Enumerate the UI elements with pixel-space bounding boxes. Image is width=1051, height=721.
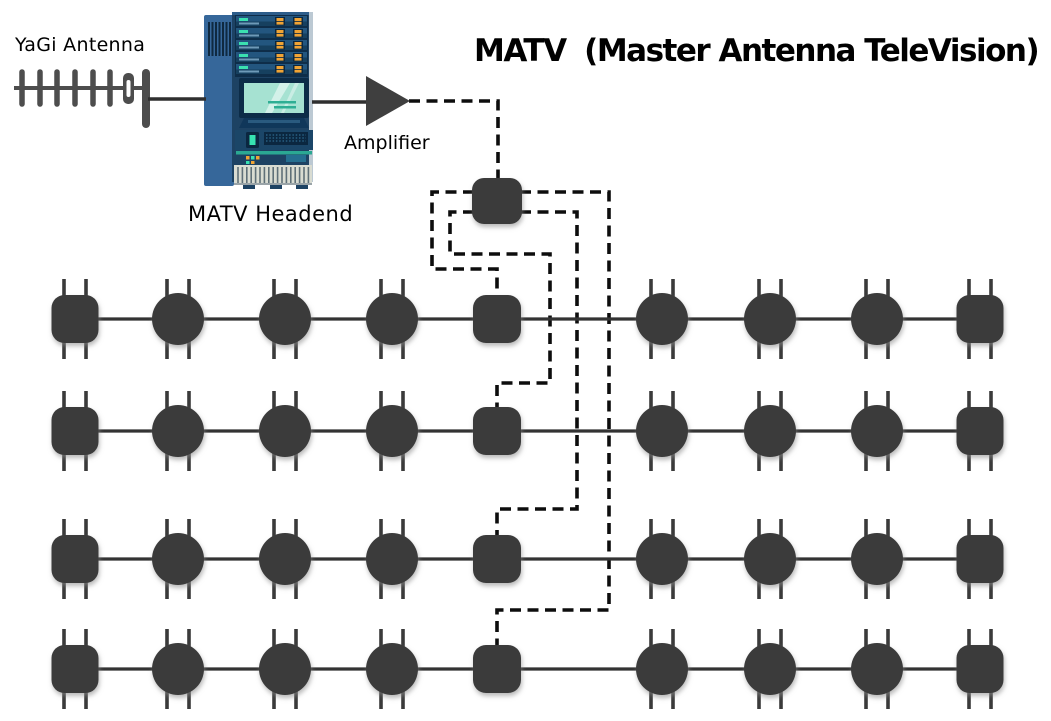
matv-headend-illustration	[204, 12, 313, 189]
outlet-node-row3	[744, 519, 796, 599]
outlet-node-row1	[851, 279, 903, 359]
outlet-node-row2	[744, 391, 796, 471]
end-square-node-row4	[956, 629, 1004, 709]
end-square-node-row3	[51, 519, 99, 599]
antenna-label: YaGi Antenna	[15, 34, 146, 56]
outlet-node-row3	[366, 519, 418, 599]
amplifier-icon	[366, 76, 410, 126]
feed-splitter-to-row4-tap	[495, 190, 611, 650]
outlet-node-row1	[152, 279, 204, 359]
outlet-node-row4	[259, 629, 311, 709]
outlet-node-row1	[636, 279, 688, 359]
feed-splitter-to-row2-tap	[448, 210, 552, 412]
outlet-node-row4	[152, 629, 204, 709]
tap-node-row1	[473, 295, 521, 343]
diagram-title: MATV (Master Antenna TeleVision)	[474, 33, 1040, 69]
feed-splitter-to-row3-tap	[495, 210, 579, 540]
outlet-node-row3	[851, 519, 903, 599]
outlet-node-row1	[366, 279, 418, 359]
outlet-node-row1	[259, 279, 311, 359]
rack-lower-panel	[235, 130, 313, 164]
rack-units	[236, 16, 307, 74]
tap-node-row2	[473, 407, 521, 455]
end-square-node-row1	[956, 279, 1004, 359]
outlet-node-row2	[152, 391, 204, 471]
outlet-node-row4	[851, 629, 903, 709]
outlet-node-row4	[636, 629, 688, 709]
headend-label: MATV Headend	[188, 202, 354, 226]
end-square-node-row2	[51, 391, 99, 471]
amplifier-label: Amplifier	[344, 132, 430, 154]
outlet-node-row2	[366, 391, 418, 471]
main-splitter	[472, 178, 522, 224]
rack-monitor	[239, 78, 309, 118]
outlet-node-row2	[851, 391, 903, 471]
outlet-node-row3	[259, 519, 311, 599]
end-square-node-row4	[51, 629, 99, 709]
antenna-mast	[142, 69, 150, 128]
outlet-node-row2	[636, 391, 688, 471]
outlet-node-row4	[744, 629, 796, 709]
end-square-node-row2	[956, 391, 1004, 471]
feed-amplifier-to-splitter	[409, 99, 500, 182]
outlet-node-row3	[152, 519, 204, 599]
tap-node-row3	[473, 535, 521, 583]
outlet-node-row3	[636, 519, 688, 599]
outlet-node-row2	[259, 391, 311, 471]
outlet-node-row1	[744, 279, 796, 359]
outlet-node-row4	[366, 629, 418, 709]
feed-splitter-to-row1-tap	[430, 190, 499, 300]
end-square-node-row1	[51, 279, 99, 359]
rack-bottom-vent	[234, 165, 312, 189]
tap-node-row4	[473, 645, 521, 693]
end-square-node-row3	[956, 519, 1004, 599]
yagi-antenna-icon	[14, 69, 150, 128]
